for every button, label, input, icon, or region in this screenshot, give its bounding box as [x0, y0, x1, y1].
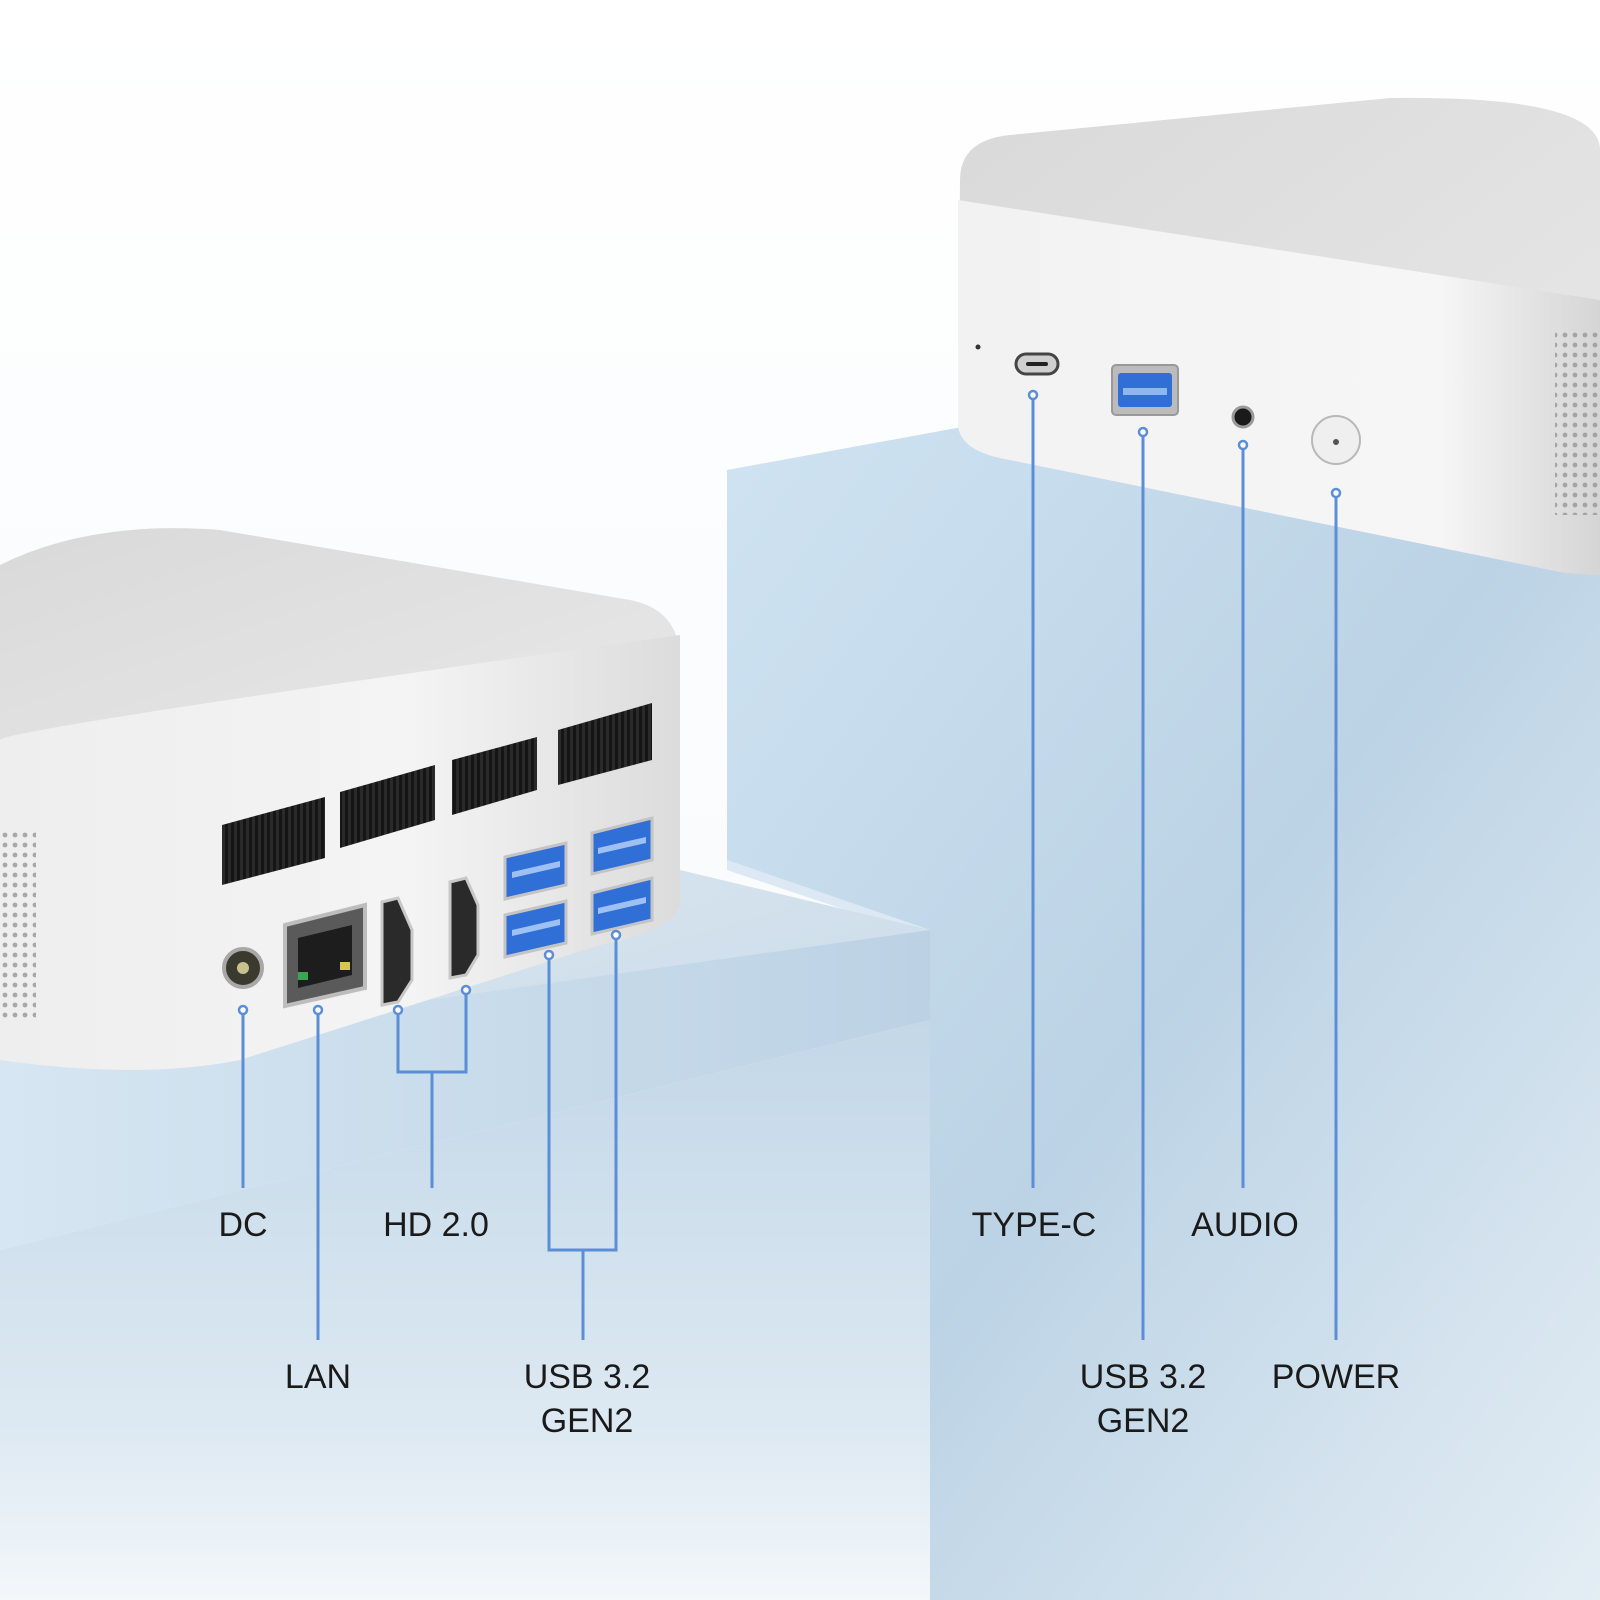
right-mini-pc	[958, 97, 1600, 576]
led-indicator	[975, 344, 981, 350]
label-usb-front-line1: USB 3.2	[1080, 1358, 1207, 1396]
label-hd: HD 2.0	[383, 1206, 489, 1244]
label-usb-front-line2: GEN2	[1097, 1402, 1190, 1440]
vent-fin-3	[452, 737, 537, 815]
callout-dots	[237, 389, 1342, 1016]
label-usb-rear-line1: USB 3.2	[524, 1358, 651, 1396]
right-pedestal	[727, 420, 1600, 1600]
vent-fin-1	[222, 797, 325, 885]
label-audio: AUDIO	[1191, 1206, 1299, 1244]
left-pedestal	[0, 870, 930, 1600]
label-dc: DC	[218, 1206, 267, 1244]
callout-lines	[241, 395, 1338, 1340]
label-power: POWER	[1272, 1358, 1400, 1396]
label-lan: LAN	[285, 1358, 351, 1396]
right-side-vents	[1555, 330, 1600, 515]
left-side-vents	[0, 830, 36, 1020]
label-usb-rear-line2: GEN2	[541, 1402, 634, 1440]
label-type-c: TYPE-C	[972, 1206, 1097, 1244]
audio-jack	[1231, 405, 1255, 429]
hdmi-port-2	[448, 876, 480, 980]
vent-fin-4	[558, 703, 652, 785]
left-mini-pc	[0, 528, 680, 1070]
hdmi-port-1	[380, 896, 414, 1007]
vent-fin-2	[340, 765, 435, 848]
